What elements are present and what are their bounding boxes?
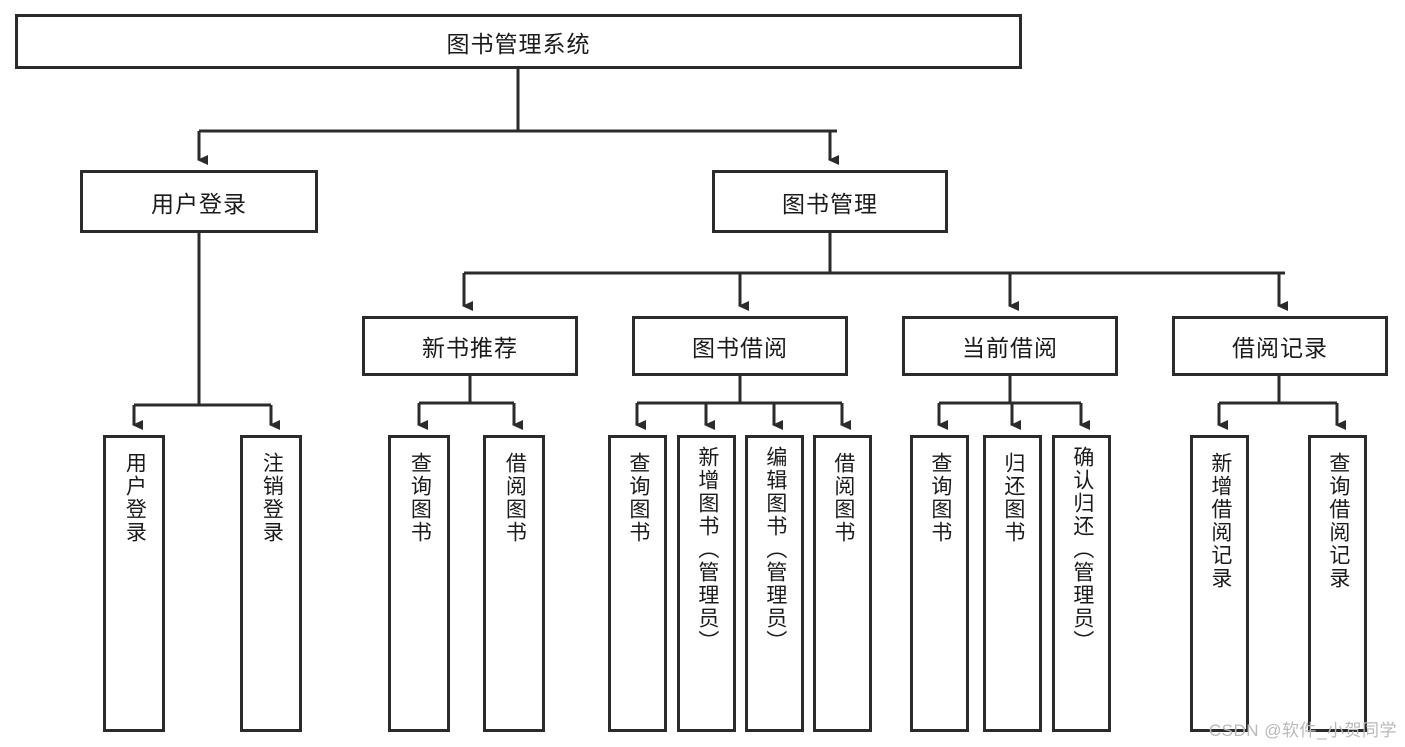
node-leaf-edit-book[interactable]: 编辑图书（管理员） (745, 435, 804, 732)
node-leaf-query-book-2-label: 查询图书 (626, 452, 650, 544)
node-leaf-borrow-book-1[interactable]: 借阅图书 (483, 435, 545, 732)
node-leaf-query-book-1-label: 查询图书 (408, 452, 432, 544)
node-leaf-user-login-label: 用户登录 (123, 452, 147, 544)
node-borrow-record-label: 借阅记录 (1232, 335, 1328, 361)
node-leaf-query-borrow-record[interactable]: 查询借阅记录 (1308, 435, 1367, 732)
node-leaf-user-logout-label: 注销登录 (260, 452, 284, 544)
node-user-login-label: 用户登录 (151, 190, 247, 217)
node-root-label: 图书管理系统 (446, 30, 591, 57)
node-new-book-recommend[interactable]: 新书推荐 (362, 316, 578, 376)
node-leaf-borrow-book-1-label: 借阅图书 (503, 452, 527, 544)
csdn-watermark: CSDN @软件_小贺同学 (1208, 721, 1397, 740)
node-book-borrow-label: 图书借阅 (692, 335, 788, 361)
node-leaf-add-borrow-record[interactable]: 新增借阅记录 (1190, 435, 1249, 732)
node-leaf-return-book-label: 归还图书 (1001, 452, 1025, 544)
node-leaf-add-book-label: 新增图书（管理员） (695, 446, 719, 653)
node-book-manage[interactable]: 图书管理 (712, 170, 948, 233)
node-book-manage-label: 图书管理 (782, 190, 878, 217)
node-leaf-borrow-book-2[interactable]: 借阅图书 (813, 435, 872, 732)
node-leaf-borrow-book-2-label: 借阅图书 (831, 452, 855, 544)
node-user-login[interactable]: 用户登录 (80, 170, 318, 233)
node-new-book-recommend-label: 新书推荐 (422, 335, 518, 361)
node-leaf-query-book-3[interactable]: 查询图书 (910, 435, 969, 732)
node-borrow-record[interactable]: 借阅记录 (1172, 316, 1388, 376)
node-leaf-query-book-3-label: 查询图书 (928, 452, 952, 544)
node-current-borrow-label: 当前借阅 (962, 335, 1058, 361)
node-leaf-confirm-return-label: 确认归还（管理员） (1070, 446, 1094, 653)
node-book-borrow[interactable]: 图书借阅 (632, 316, 848, 376)
node-leaf-query-borrow-record-label: 查询借阅记录 (1326, 452, 1350, 590)
node-leaf-user-login[interactable]: 用户登录 (103, 435, 165, 732)
node-leaf-query-book-1[interactable]: 查询图书 (388, 435, 450, 732)
node-leaf-user-logout[interactable]: 注销登录 (240, 435, 302, 732)
node-leaf-add-book[interactable]: 新增图书（管理员） (677, 435, 736, 732)
node-leaf-edit-book-label: 编辑图书（管理员） (763, 446, 787, 653)
node-leaf-add-borrow-record-label: 新增借阅记录 (1208, 452, 1232, 590)
node-leaf-return-book[interactable]: 归还图书 (983, 435, 1042, 732)
node-leaf-query-book-2[interactable]: 查询图书 (608, 435, 667, 732)
node-root[interactable]: 图书管理系统 (15, 14, 1022, 69)
node-leaf-confirm-return[interactable]: 确认归还（管理员） (1052, 435, 1111, 732)
node-current-borrow[interactable]: 当前借阅 (902, 316, 1118, 376)
